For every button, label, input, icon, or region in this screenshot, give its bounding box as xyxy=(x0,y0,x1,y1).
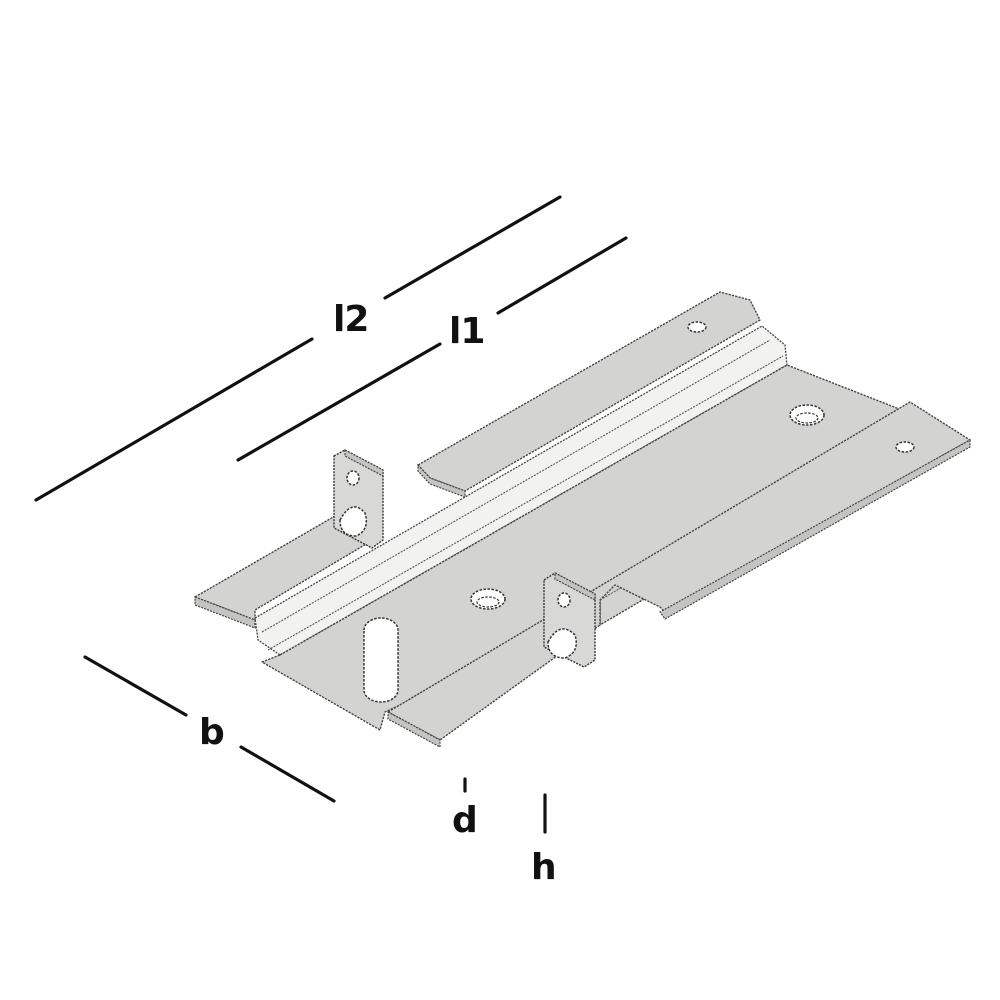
right-flange xyxy=(387,401,971,749)
round-hole-base-center xyxy=(470,588,506,610)
lug-hole-right xyxy=(557,592,571,608)
left-lug xyxy=(333,449,384,549)
lug-bend-relief-right xyxy=(547,628,577,659)
dimension-l1-lines xyxy=(236,236,628,462)
slot-hole xyxy=(363,617,399,703)
back-flange xyxy=(417,291,761,498)
label-l2: l2 xyxy=(333,299,369,340)
dimension-b-lines xyxy=(83,655,336,803)
label-b: b xyxy=(199,712,225,753)
label-h: h xyxy=(531,847,557,888)
small-hole-back-flange xyxy=(687,321,707,333)
round-hole-base-right xyxy=(789,404,825,426)
dimension-l2-lines xyxy=(34,195,562,502)
label-d: d xyxy=(452,800,478,841)
right-lug xyxy=(543,572,596,668)
small-hole-right-flange xyxy=(895,441,915,453)
lug-bend-relief-left xyxy=(339,506,368,537)
left-flange xyxy=(194,515,379,629)
label-l1: l1 xyxy=(449,311,485,352)
lug-hole-left xyxy=(346,470,360,486)
